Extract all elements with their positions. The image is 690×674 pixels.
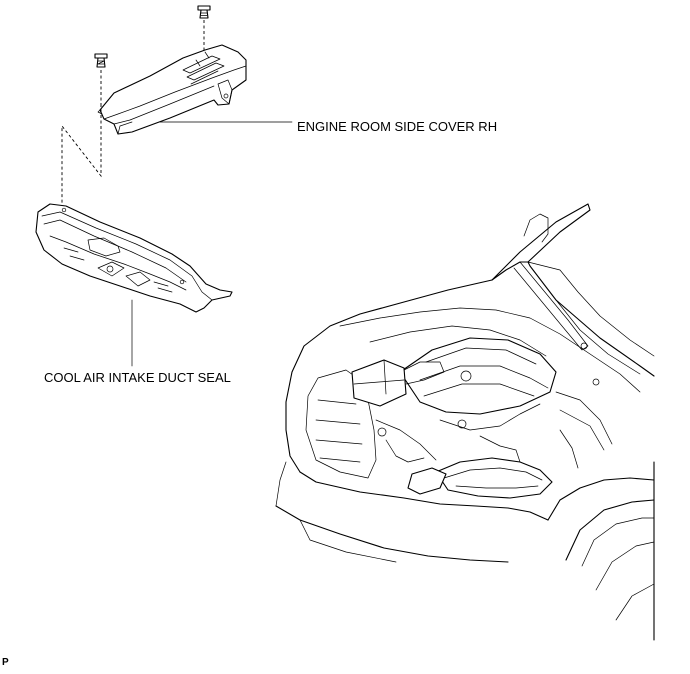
clip-fastener-left [94, 53, 108, 68]
engine-room-side-cover [97, 44, 247, 135]
install-path-zigzag [61, 104, 102, 206]
vehicle-front-with-open-hood [275, 203, 655, 641]
clip-fastener-top [197, 5, 211, 19]
figure-code: P [2, 657, 9, 668]
cool-air-intake-duct-seal [35, 203, 233, 313]
label-engine-room-side-cover: ENGINE ROOM SIDE COVER RH [297, 119, 498, 134]
label-cool-air-intake-duct-seal: COOL AIR INTAKE DUCT SEAL [44, 370, 231, 385]
